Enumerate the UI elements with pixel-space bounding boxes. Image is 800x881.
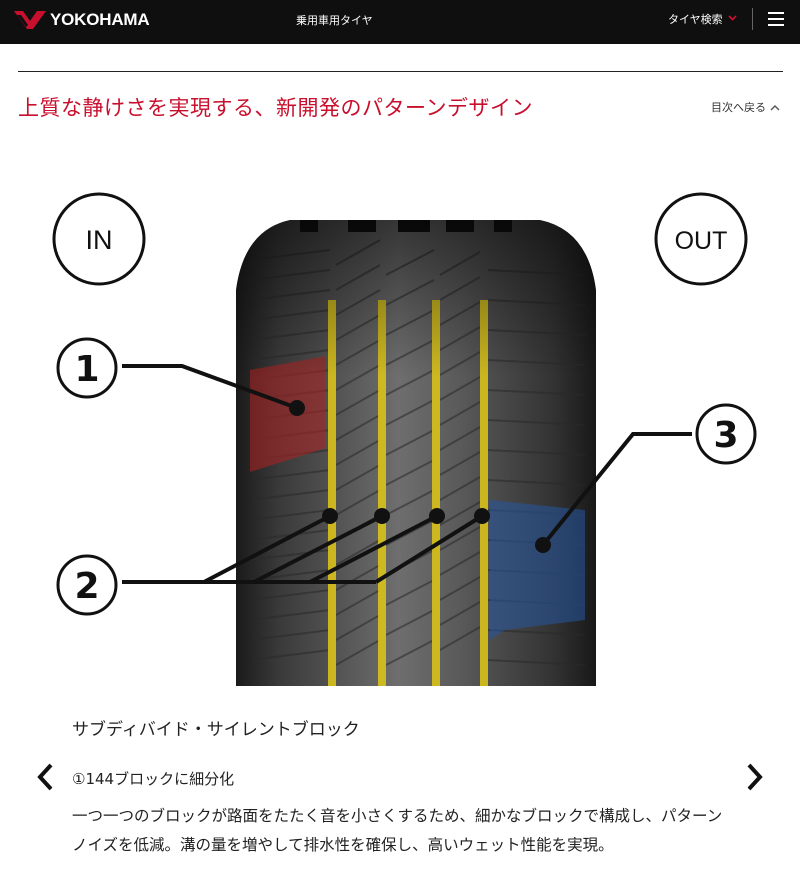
svg-text:1: 1 [74, 349, 99, 390]
header-divider [752, 8, 753, 30]
marker-3: 3 [535, 403, 757, 553]
feature-title: サブディバイド・サイレントブロック [72, 720, 360, 740]
chevron-down-icon [728, 15, 737, 21]
feature-point-title: ①144ブロックに細分化 [72, 770, 235, 788]
svg-text:2: 2 [74, 566, 99, 607]
carousel-prev-button[interactable] [34, 760, 56, 794]
brand-name: YOKOHAMA [50, 10, 150, 29]
out-label: OUT [675, 227, 728, 255]
hamburger-icon[interactable] [768, 12, 784, 26]
yokohama-logo[interactable]: YOKOHAMA [14, 9, 150, 31]
marker-2: 2 [56, 508, 490, 616]
carousel-next-button[interactable] [744, 760, 766, 794]
nav-passenger-tires[interactable]: 乗用車用タイヤ [296, 14, 373, 27]
back-to-toc-link[interactable]: 目次へ戻る [711, 99, 780, 115]
marker-1: 1 [56, 337, 305, 416]
tire-search-label: タイヤ検索 [668, 13, 723, 26]
feature-point-body: 一つ一つのブロックが路面をたたく音を小さくするため、細かなブロックで構成し、パタ… [72, 807, 723, 854]
tire-search-link[interactable]: タイヤ検索 [668, 11, 737, 27]
chevron-left-icon [37, 763, 53, 791]
out-badge: OUT [654, 192, 748, 286]
section-divider [18, 71, 783, 72]
back-to-toc-label: 目次へ戻る [711, 101, 766, 114]
tire-tread-diagram: IN OUT 1 2 3 [52, 192, 757, 686]
svg-text:3: 3 [713, 415, 738, 456]
in-badge: IN [52, 192, 146, 286]
chevron-right-icon [747, 763, 763, 791]
yokohama-logo-mark-icon [14, 11, 46, 29]
tire-image [236, 220, 596, 686]
chevron-up-icon [770, 104, 780, 110]
section-title: 上質な静けさを実現する、新開発のパターンデザイン [18, 96, 533, 120]
site-header: YOKOHAMA 乗用車用タイヤ タイヤ検索 [0, 0, 800, 44]
in-label: IN [86, 225, 113, 255]
